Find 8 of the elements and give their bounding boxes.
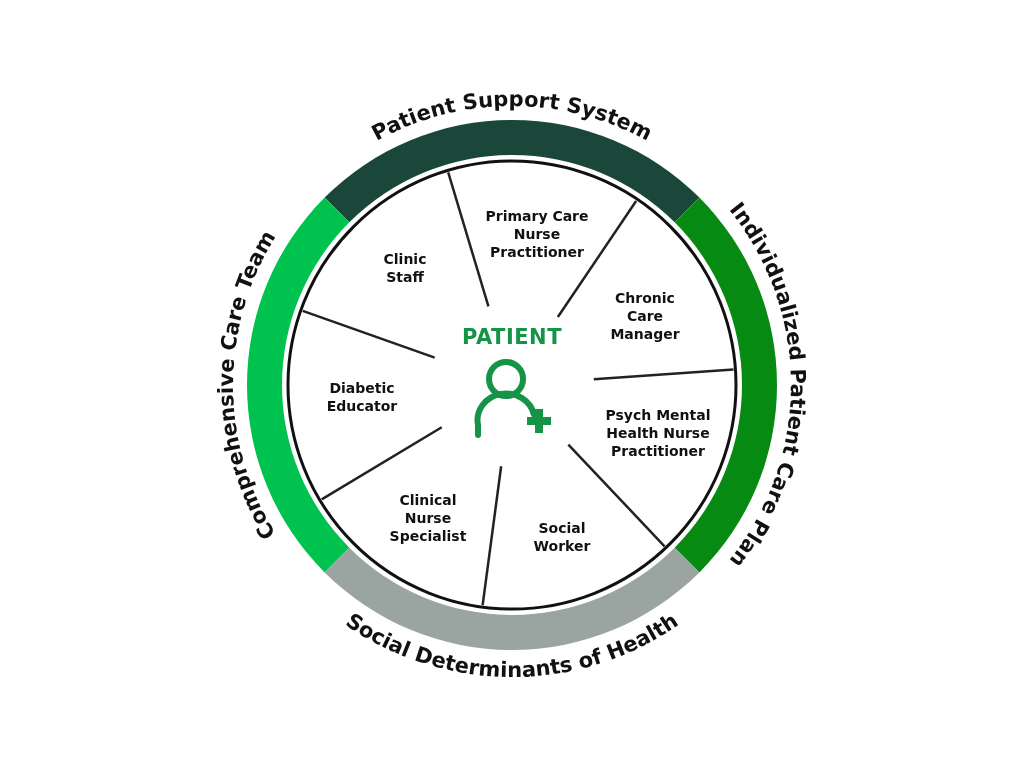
role-label: Primary Care Nurse Practitioner: [481, 207, 593, 261]
role-label: Clinical Nurse Specialist: [386, 491, 470, 545]
role-label: Clinic Staff: [375, 250, 435, 286]
role-label: Social Worker: [530, 519, 594, 555]
role-label: Psych Mental Health Nurse Practitioner: [598, 406, 718, 460]
center-title: PATIENT: [462, 325, 562, 349]
role-label: Chronic Care Manager: [607, 289, 683, 343]
role-label: Diabetic Educator: [322, 379, 402, 415]
